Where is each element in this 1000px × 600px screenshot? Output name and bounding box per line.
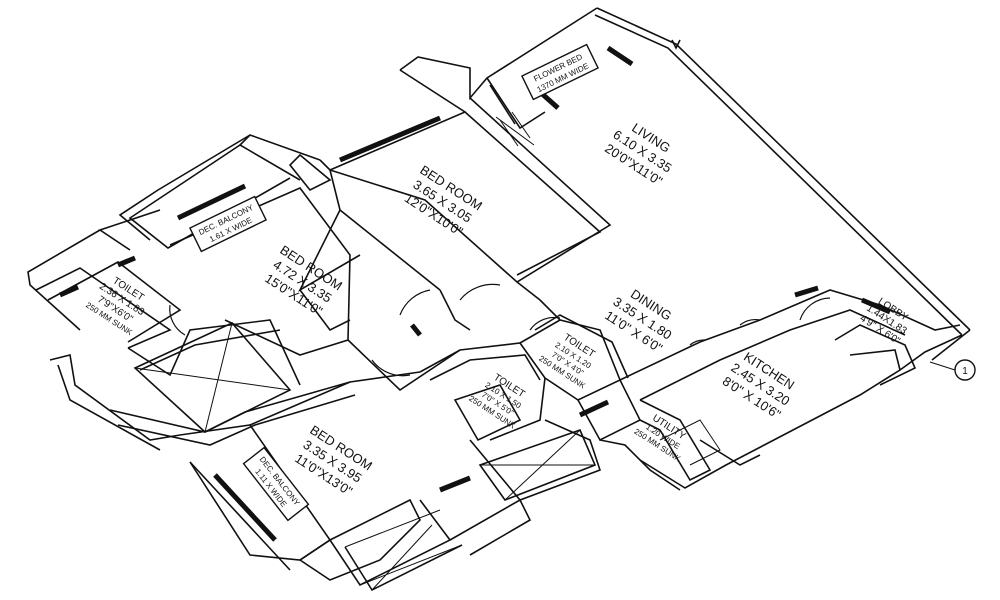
windows (58, 45, 891, 542)
room-toilet-left: TOILET 2.36 X 1.83 7'9"X6'0" 250 MM SUNK (84, 275, 146, 337)
room-bed-bottom: BED ROOM 3.35 X 3.95 11'0"X13'0" (292, 422, 375, 499)
room-bed-top: BED ROOM 3.65 X 3.05 12'0"X10'0" (402, 162, 485, 239)
room-living: LIVING 6.10 X 3.35 20'0"X11'0" (602, 120, 674, 189)
room-toilet-mid: TOILET 2.10 X 1.20 7'0" X 4'0" 250 MM SU… (537, 332, 596, 391)
room-kitchen: KITCHEN 2.45 X 3.20 8'0" X 10'6" (720, 349, 797, 422)
walls (27, 7, 971, 592)
room-utility: UTILITY 1.20 WIDE 250 MM SUNK (633, 413, 688, 464)
entry-marker: 1 (929, 359, 976, 381)
tag-flower-bed: FLOWER BED 1370 MM WIDE (521, 43, 599, 101)
entry-marker-label: 1 (962, 366, 968, 377)
room-bed-left: BED ROOM 4.72 X 3.35 15'0"X11'0" (262, 242, 345, 319)
door-swings (169, 283, 831, 377)
room-toilet-low: TOILET 2.10 X 1.50 7'0" X 5'0" 250 MM SU… (467, 372, 526, 431)
